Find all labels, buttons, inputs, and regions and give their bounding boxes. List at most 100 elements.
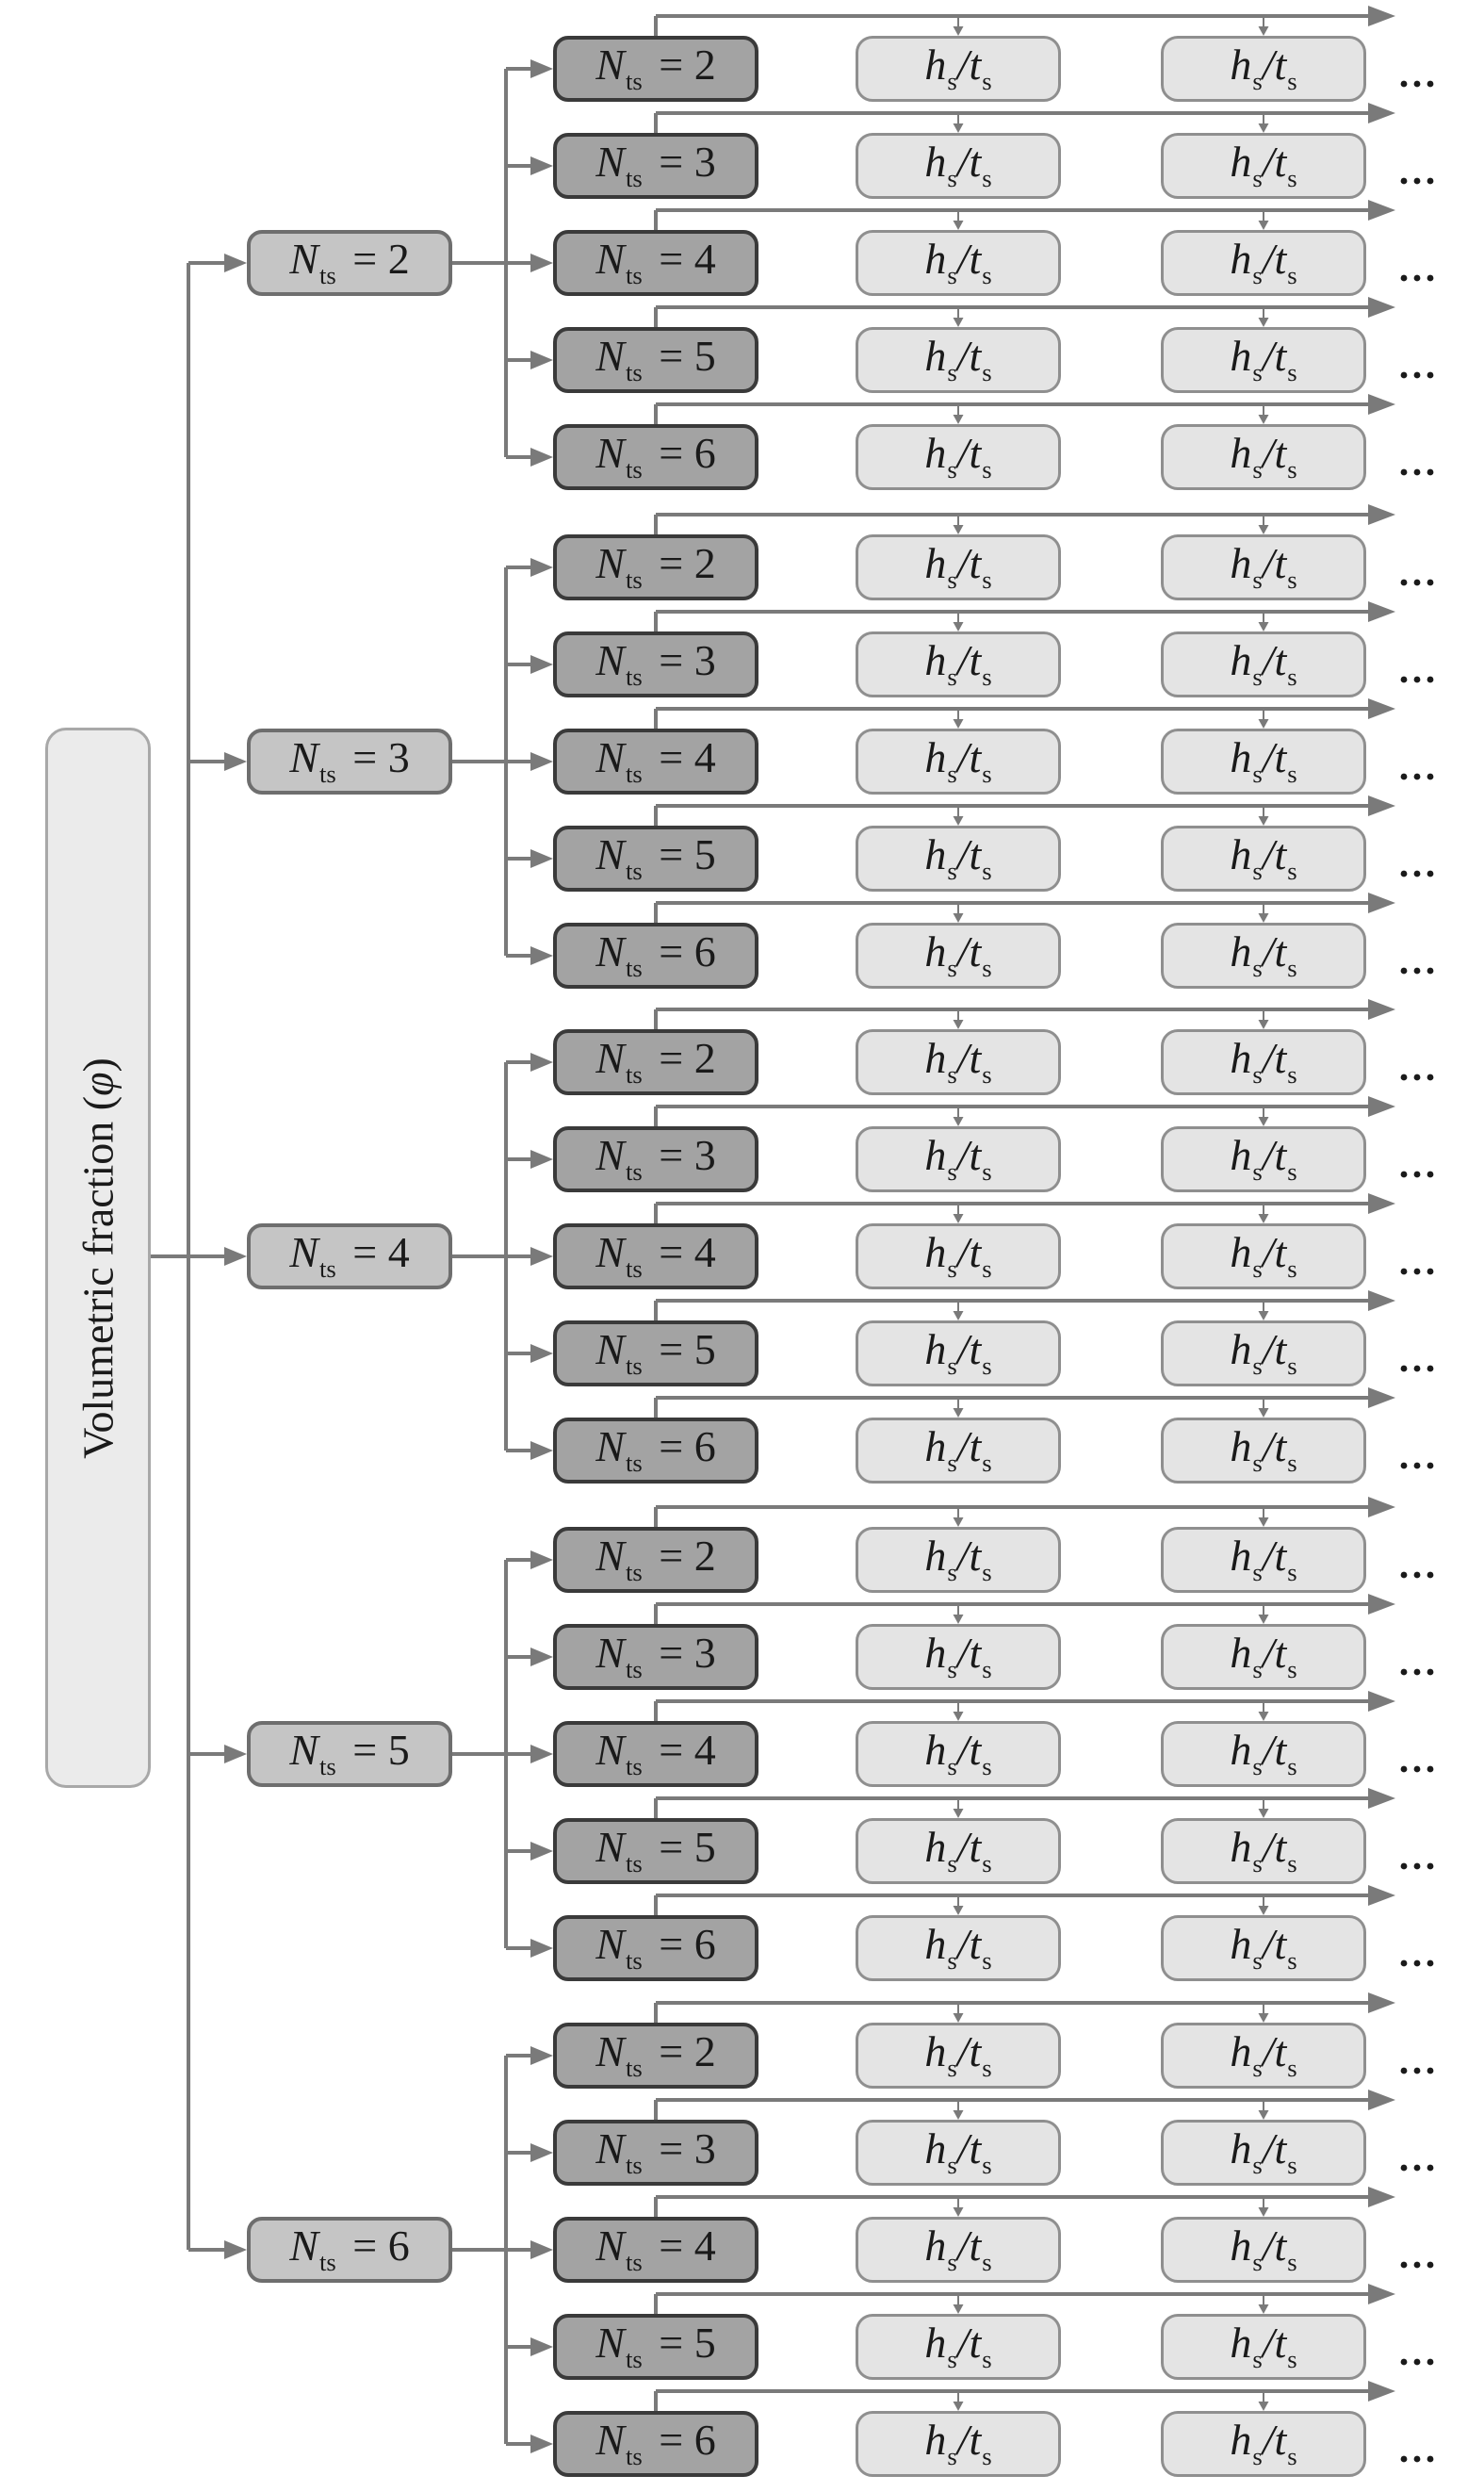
slash: / [1262, 733, 1275, 782]
overline-arrowhead [1368, 394, 1395, 415]
level2-arrowhead [530, 1648, 553, 1666]
l2-node-label: Nts = 2 [595, 43, 715, 94]
numerator-base: h [924, 733, 947, 782]
down-arrowhead [1258, 1712, 1269, 1721]
variable-base: N [595, 2416, 625, 2465]
down-arrowhead [1258, 1809, 1269, 1818]
numerator-subscript: s [1252, 1946, 1263, 1976]
denominator-base: t [1274, 1325, 1287, 1374]
hs-ts-label: hs/ts [924, 1134, 991, 1185]
overline-arrowhead [1368, 1885, 1395, 1906]
hs-ts-label: hs/ts [1230, 2224, 1296, 2275]
root-label-suffix: ) [73, 1057, 122, 1072]
denominator-base: t [1274, 1726, 1287, 1775]
overline-arrowhead [1368, 2090, 1395, 2110]
slash: / [956, 1131, 970, 1180]
hs-ts-box: hs/ts [1161, 2217, 1366, 2283]
numerator-base: h [924, 1532, 947, 1581]
numerator-subscript: s [947, 1849, 957, 1878]
variable-base: N [595, 539, 625, 588]
l1-node: Nts = 4 [247, 1223, 452, 1289]
slash: / [956, 1920, 970, 1969]
ellipsis-dot [1413, 371, 1421, 379]
overline-arrowhead [1368, 2187, 1395, 2207]
value-text: = 6 [647, 1422, 716, 1471]
slash: / [956, 539, 970, 588]
numerator-subscript: s [1252, 1449, 1263, 1478]
ellipsis-dot [1427, 1668, 1434, 1676]
numerator-base: h [1230, 2027, 1252, 2076]
l2-node-label: Nts = 3 [595, 140, 715, 191]
numerator-base: h [1230, 2319, 1252, 2368]
overline-arrowhead [1368, 795, 1395, 816]
overline-arrowhead [1368, 103, 1395, 123]
continuation-ellipsis [1400, 2455, 1434, 2463]
variable-subscript: ts [625, 857, 643, 886]
hs-ts-box: hs/ts [1161, 1126, 1366, 1192]
level2-arrowhead [530, 448, 553, 467]
numerator-subscript: s [947, 1752, 957, 1781]
down-arrowhead [953, 2304, 964, 2314]
denominator-subscript: s [1287, 1254, 1297, 1284]
l2-node-label: Nts = 3 [595, 1631, 715, 1682]
numerator-subscript: s [1252, 663, 1263, 692]
down-arrowhead [1258, 622, 1269, 631]
numerator-subscript: s [1252, 261, 1263, 290]
numerator-subscript: s [1252, 2345, 1263, 2374]
numerator-base: h [1230, 2221, 1252, 2271]
l2-node: Nts = 4 [553, 2217, 758, 2283]
l2-node-label: Nts = 3 [595, 2127, 715, 2178]
hs-ts-box: hs/ts [856, 1915, 1061, 1981]
l1-node-label: Nts = 5 [289, 1729, 409, 1779]
overline-arrowhead [1368, 1992, 1395, 2013]
variable-base: N [595, 1629, 625, 1678]
l2-node-label: Nts = 5 [595, 335, 715, 385]
denominator-base: t [969, 1034, 982, 1083]
numerator-subscript: s [947, 261, 957, 290]
slash: / [1262, 830, 1275, 879]
variable-subscript: ts [625, 954, 643, 983]
ellipsis-dot [1400, 371, 1408, 379]
denominator-subscript: s [982, 2345, 992, 2374]
numerator-subscript: s [947, 1655, 957, 1684]
ellipsis-dot [1400, 2067, 1408, 2074]
slash: / [1262, 138, 1275, 187]
variable-base: N [595, 1034, 625, 1083]
down-arrowhead [1258, 415, 1269, 424]
denominator-base: t [1274, 733, 1287, 782]
numerator-base: h [924, 429, 947, 478]
numerator-base: h [1230, 1920, 1252, 1969]
variable-base: N [595, 2319, 625, 2368]
ellipsis-dot [1400, 1268, 1408, 1275]
slash: / [1262, 1920, 1275, 1969]
level2-arrowhead [530, 752, 553, 771]
down-arrowhead [953, 913, 964, 923]
denominator-subscript: s [1287, 566, 1297, 595]
down-arrowhead [953, 1712, 964, 1721]
hs-ts-label: hs/ts [924, 736, 991, 787]
ellipsis-dot [1413, 1765, 1421, 1773]
denominator-subscript: s [1287, 2151, 1297, 2180]
slash: / [956, 235, 970, 284]
down-arrowhead [953, 318, 964, 327]
numerator-base: h [1230, 927, 1252, 976]
denominator-base: t [1274, 1920, 1287, 1969]
numerator-subscript: s [1252, 1752, 1263, 1781]
hs-ts-label: hs/ts [924, 2321, 991, 2372]
hs-ts-box: hs/ts [856, 1721, 1061, 1787]
hs-ts-label: hs/ts [924, 2127, 991, 2178]
variable-subscript: ts [625, 1254, 643, 1284]
hs-ts-label: hs/ts [1230, 1923, 1296, 1974]
variable-base: N [595, 332, 625, 381]
variable-subscript: ts [625, 760, 643, 789]
denominator-base: t [1274, 1422, 1287, 1471]
variable-subscript: ts [625, 1558, 643, 1587]
hs-ts-box: hs/ts [856, 36, 1061, 102]
numerator-base: h [924, 2027, 947, 2076]
hs-ts-box: hs/ts [856, 826, 1061, 892]
level1-arrowhead [224, 1247, 247, 1266]
l2-node-label: Nts = 5 [595, 1826, 715, 1877]
hs-ts-box: hs/ts [1161, 1320, 1366, 1386]
slash: / [956, 1422, 970, 1471]
value-text: = 6 [341, 2221, 410, 2271]
